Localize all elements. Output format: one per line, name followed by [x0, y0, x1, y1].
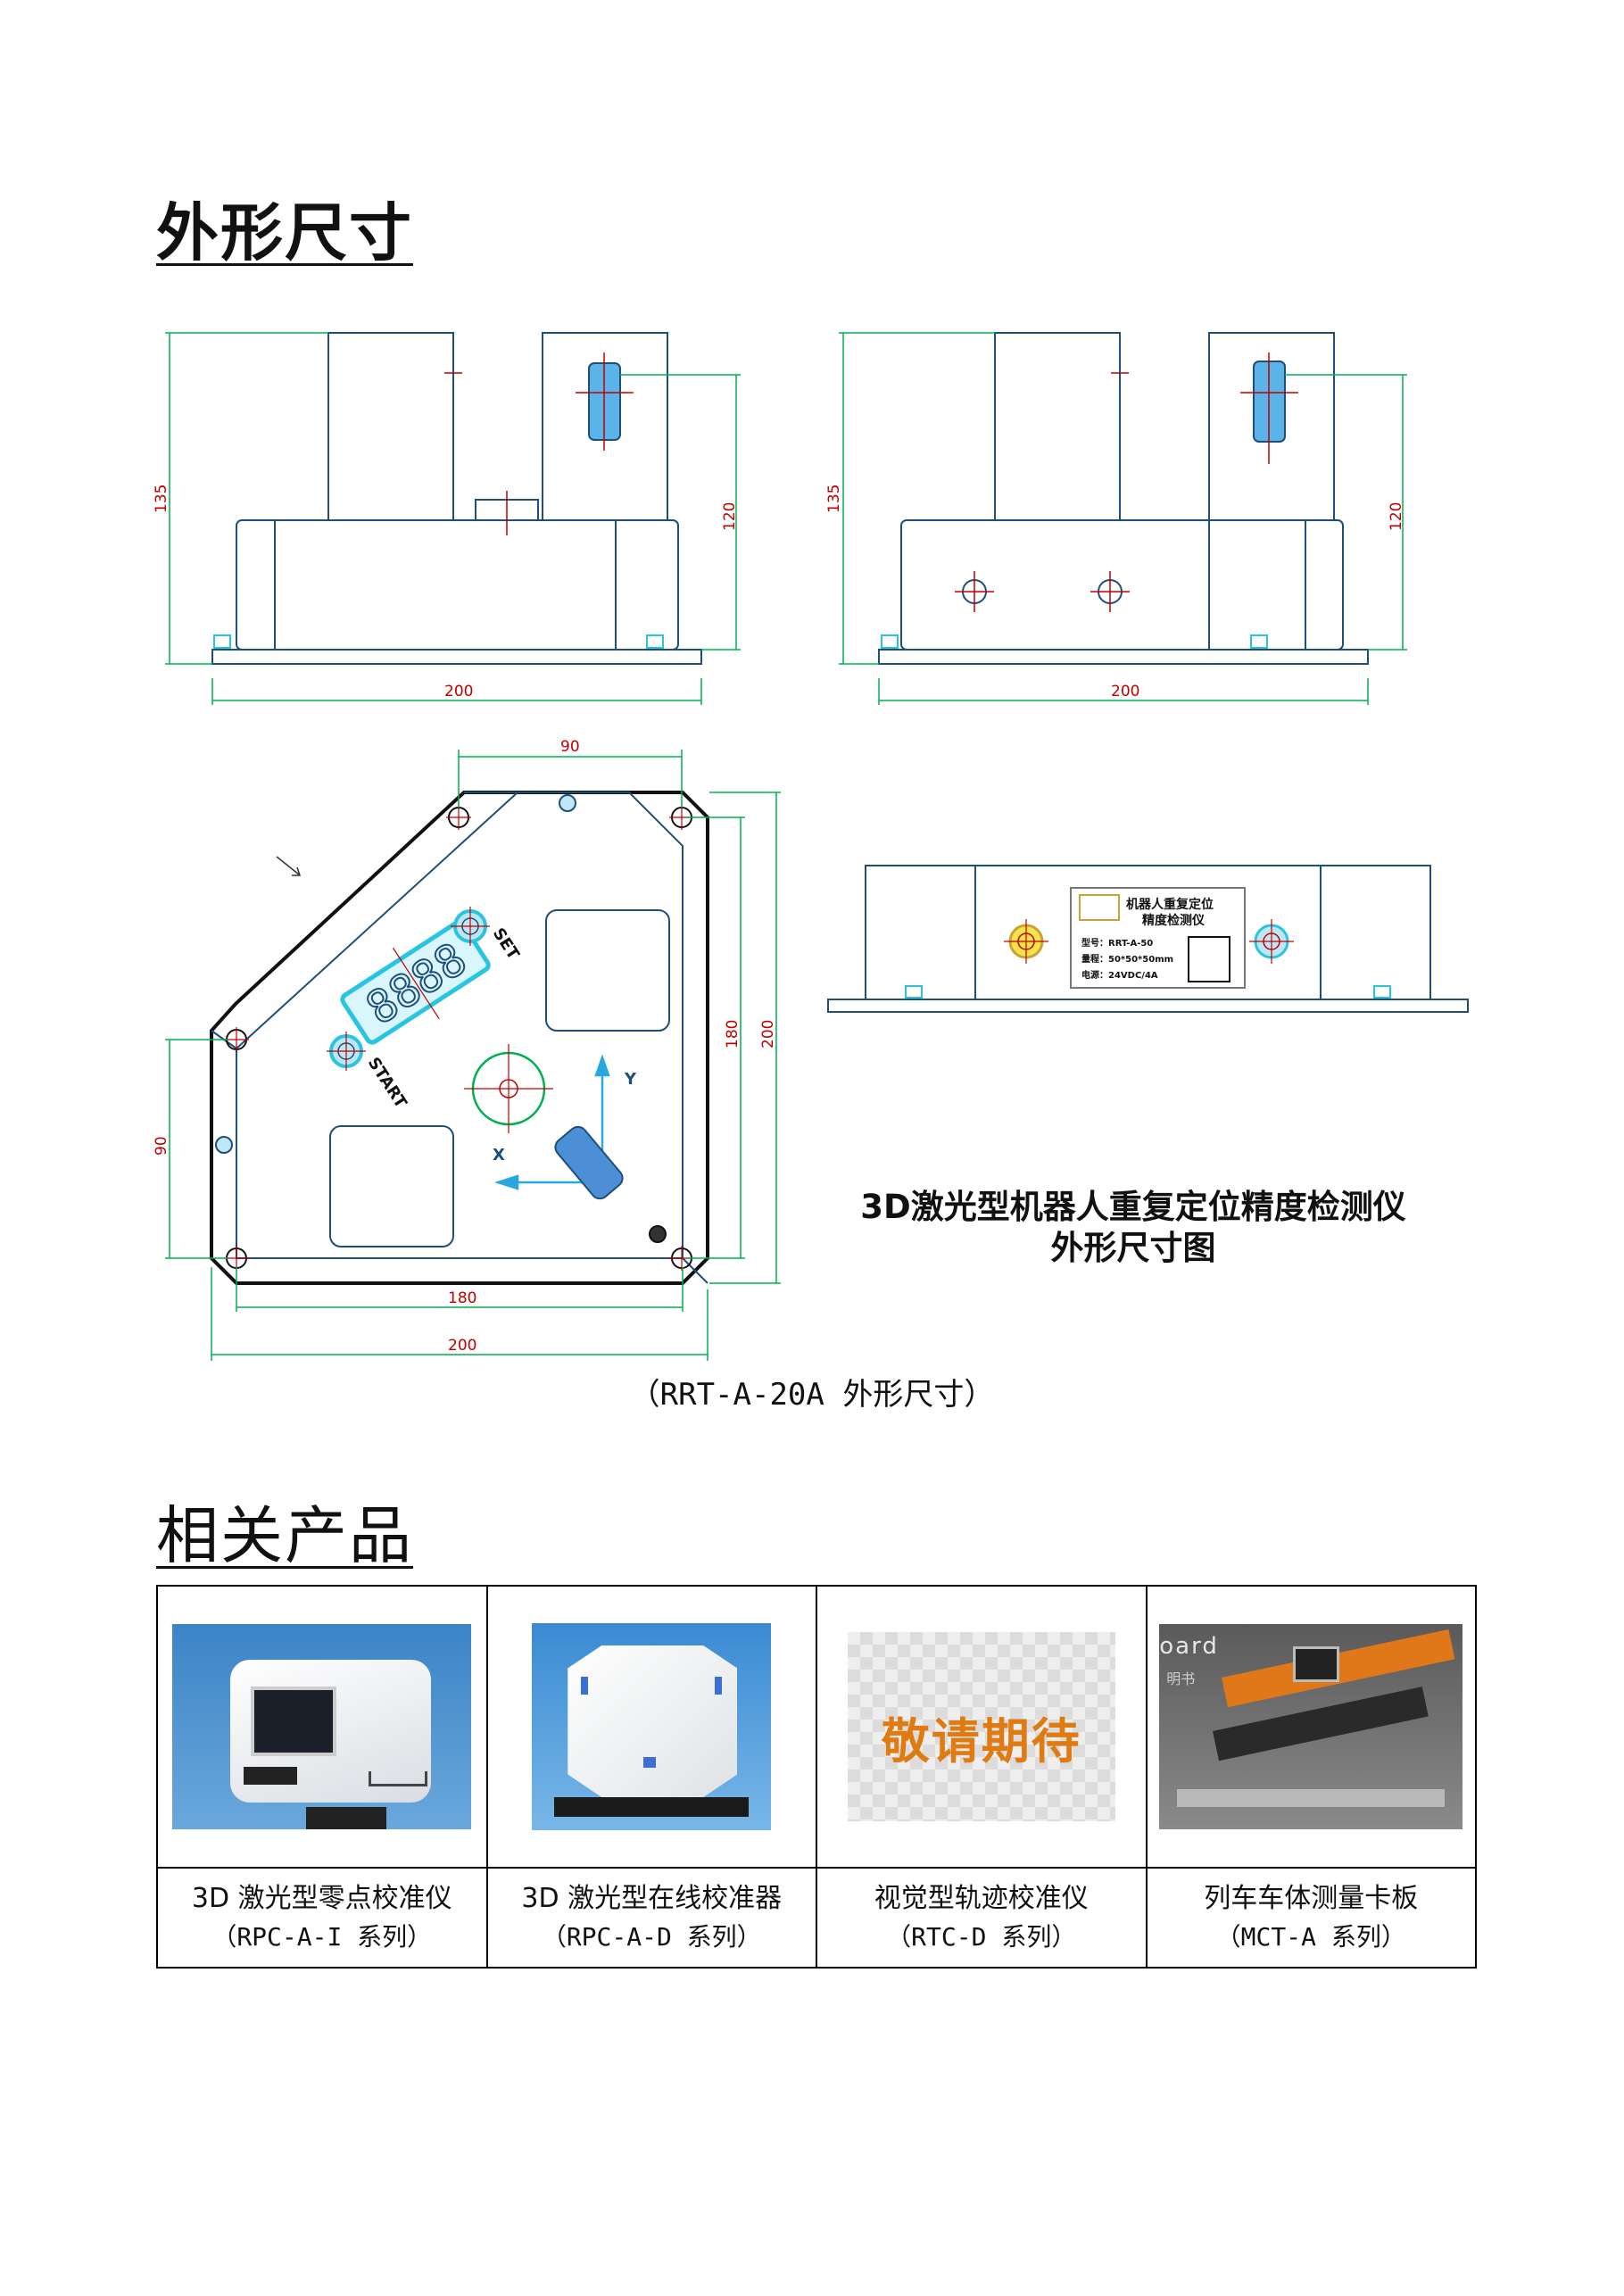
set-label: SET: [489, 924, 523, 964]
start-label: START: [364, 1054, 410, 1112]
top-view: 8888 SET START Y X: [153, 738, 781, 1361]
section-title-dimensions: 外形尺寸: [156, 196, 413, 269]
dim-front-width: 200: [444, 683, 473, 700]
product-image-rpc-a-i: [172, 1624, 472, 1829]
product-name: 3D 激光型零点校准仪: [191, 1883, 452, 1914]
product-label-4[interactable]: 列车车体测量卡板 （MCT-A 系列）: [1145, 1867, 1477, 1969]
drawing-title-line2: 外形尺寸图: [1050, 1229, 1216, 1267]
dim-side-inner-height: 120: [1388, 502, 1405, 531]
dim-top-height-200: 200: [759, 1020, 777, 1049]
product-name: 3D 激光型在线校准器: [521, 1883, 783, 1914]
product-series: （RTC-D 系列）: [886, 1922, 1077, 1952]
side-view: [878, 332, 1369, 665]
board-fragment-text-2: 明书: [1166, 1670, 1196, 1687]
dim-top-180: 180: [448, 1289, 476, 1307]
dim-front-inner-height: 120: [721, 502, 739, 531]
product-label-3[interactable]: 视觉型轨迹校准仪 （RTC-D 系列）: [816, 1867, 1148, 1969]
drawing-title-line1: 3D激光型机器人重复定位精度检测仪: [860, 1188, 1406, 1226]
drawing-title: 3D激光型机器人重复定位精度检测仪 外形尺寸图: [839, 1187, 1428, 1269]
front-view: [211, 332, 702, 665]
product-series: （RPC-A-I 系列）: [211, 1922, 433, 1952]
board-fragment-text: oard: [1159, 1633, 1219, 1660]
front-dimensions: [165, 332, 741, 705]
product-label-1[interactable]: 3D 激光型零点校准仪 （RPC-A-I 系列）: [156, 1867, 488, 1969]
rear-label-text: 机器人重复定位 精度检测仪 型号：RRT-A-50 量程：50*50*50mm …: [1081, 897, 1214, 981]
product-cell-3[interactable]: 敬请期待: [816, 1585, 1148, 1869]
dim-side-width: 200: [1111, 683, 1139, 700]
product-name-row: 3D 激光型零点校准仪 （RPC-A-I 系列） 3D 激光型在线校准器 （RP…: [156, 1867, 1477, 1969]
label-model: 型号：RRT-A-50: [1081, 937, 1153, 949]
label-range: 量程：50*50*50mm: [1081, 953, 1173, 965]
related-products-table: 敬请期待 oard 明书 3D 激光型零点校准仪 （RPC-A-I 系列） 3D…: [156, 1585, 1477, 1969]
product-cell-2[interactable]: [485, 1585, 817, 1869]
dimension-drawing: 135 120 200 135 120: [153, 332, 1469, 1361]
dim-side-height: 135: [825, 485, 843, 513]
product-image-coming-soon: 敬请期待: [847, 1632, 1115, 1821]
dim-top-200: 200: [448, 1337, 476, 1355]
product-name: 视觉型轨迹校准仪: [874, 1883, 1089, 1914]
axis-x-label: X: [493, 1146, 505, 1165]
product-name: 列车车体测量卡板: [1204, 1883, 1419, 1914]
product-cell-1[interactable]: [156, 1585, 488, 1869]
axis-y-label: Y: [624, 1070, 637, 1089]
dim-top-height-180: 180: [724, 1020, 742, 1049]
dim-front-height: 135: [153, 485, 170, 513]
label-line1: 机器人重复定位: [1126, 897, 1214, 912]
section-title-related: 相关产品: [156, 1499, 413, 1572]
label-line2: 精度检测仪: [1142, 913, 1206, 928]
drawing-caption: （RRT-A-20A 外形尺寸）: [629, 1377, 995, 1413]
product-image-row: 敬请期待 oard 明书: [156, 1585, 1477, 1869]
dim-top-left-90: 90: [153, 1136, 170, 1156]
rear-view: [827, 865, 1469, 1013]
product-series: （MCT-A 系列）: [1215, 1922, 1406, 1952]
product-cell-4[interactable]: oard 明书: [1145, 1585, 1477, 1869]
label-power: 电源：24VDC/4A: [1081, 969, 1158, 981]
coming-soon-text: 敬请期待: [881, 1712, 1081, 1770]
dim-top-90: 90: [560, 738, 580, 756]
product-image-rpc-a-d: [532, 1623, 772, 1830]
product-image-mct-a: oard 明书: [1159, 1624, 1463, 1829]
product-series: （RPC-A-D 系列）: [541, 1922, 762, 1952]
product-label-2[interactable]: 3D 激光型在线校准器 （RPC-A-D 系列）: [485, 1867, 817, 1969]
